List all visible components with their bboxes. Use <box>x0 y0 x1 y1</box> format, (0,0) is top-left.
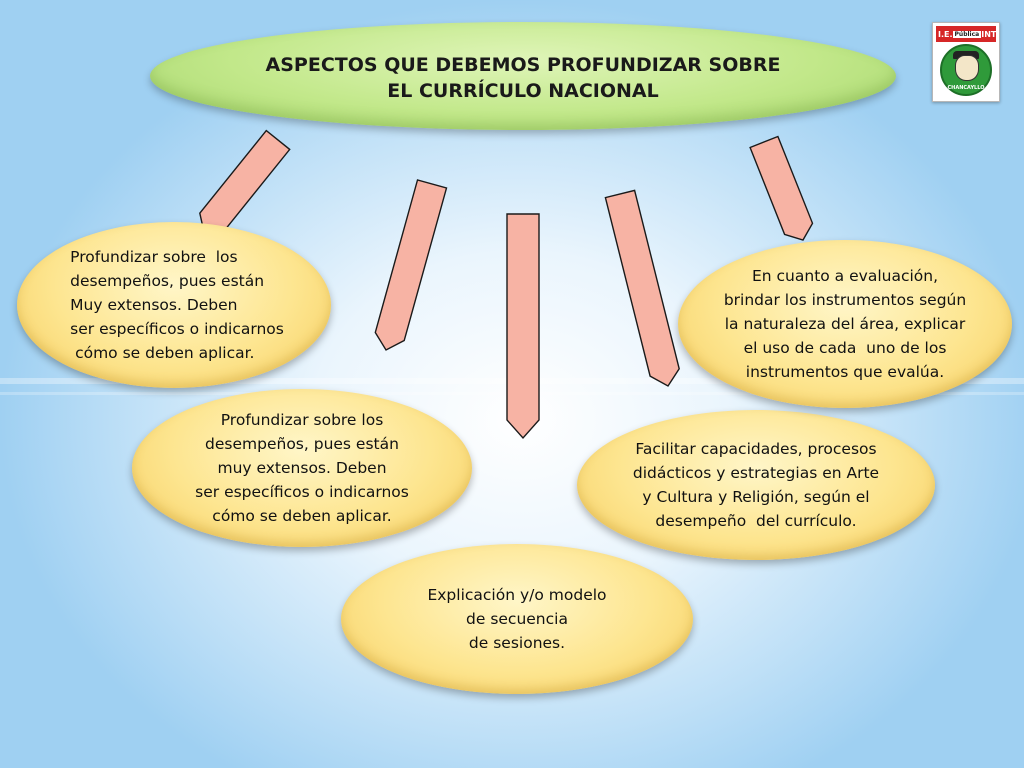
logo-city: CHANCAYLLO <box>947 85 985 91</box>
node-desempenos-2: Profundizar sobre los desempeños, pues e… <box>132 389 472 547</box>
portrait-face-icon <box>955 55 979 81</box>
node-line: Explicación y/o modelo <box>427 586 607 604</box>
title-line: ASPECTOS QUE DEBEMOS PROFUNDIZAR SOBRE <box>265 54 781 76</box>
node-line: Muy extensos. Deben <box>70 296 238 314</box>
node-line: En cuanto a evaluación, <box>751 267 939 285</box>
node-line: desempeños, pues están <box>70 272 265 290</box>
arrow-to-desempenos-2 <box>374 179 448 351</box>
node-line: Facilitar capacidades, procesos <box>635 440 877 458</box>
node-line: Profundizar sobre los <box>70 248 238 266</box>
node-line: de secuencia <box>466 610 568 628</box>
node-line: Profundizar sobre los <box>220 411 384 429</box>
node-desempenos-1: Profundizar sobre los desempeños, pues e… <box>17 222 331 388</box>
title-line: EL CURRÍCULO NACIONAL <box>387 80 659 102</box>
arrow-to-desempenos-1 <box>199 129 291 233</box>
node-line: instrumentos que evalúa. <box>745 363 945 381</box>
node-text: En cuanto a evaluación, brindar los inst… <box>724 264 966 384</box>
node-line: desempeño del currículo. <box>655 512 857 530</box>
node-line: la naturaleza del área, explicar <box>724 315 966 333</box>
node-text: Profundizar sobre los desempeños, pues e… <box>70 245 284 365</box>
node-line: muy extensos. Deben <box>217 459 387 477</box>
logo-text-mid: Pública <box>952 30 982 38</box>
arrow-to-capacidades <box>604 189 680 387</box>
node-line: y Cultura y Religión, según el <box>642 488 870 506</box>
node-text: Explicación y/o modelo de secuencia de s… <box>427 583 606 655</box>
node-secuencia: Explicación y/o modelo de secuencia de s… <box>341 544 693 694</box>
node-line: cómo se deben aplicar. <box>70 344 255 362</box>
node-text: Profundizar sobre los desempeños, pues e… <box>195 408 409 528</box>
arrow-to-evaluacion <box>749 135 814 241</box>
page-title: ASPECTOS QUE DEBEMOS PROFUNDIZAR SOBRE E… <box>266 52 781 104</box>
school-logo: I.E. Pública INT CHANCAYLLO <box>932 22 1000 102</box>
node-line: cómo se deben aplicar. <box>212 507 392 525</box>
node-text: Facilitar capacidades, procesos didáctic… <box>633 437 879 533</box>
logo-banner: I.E. Pública INT <box>936 26 996 42</box>
logo-text-right: INT <box>981 29 997 39</box>
node-line: didácticos y estrategias en Arte <box>632 464 880 482</box>
node-line: ser específicos o indicarnos <box>70 320 284 338</box>
title-oval: ASPECTOS QUE DEBEMOS PROFUNDIZAR SOBRE E… <box>150 22 896 130</box>
node-line: brindar los instrumentos según <box>723 291 967 309</box>
arrow-to-secuencia <box>506 213 540 440</box>
node-line: ser específicos o indicarnos <box>195 483 409 501</box>
node-line: de sesiones. <box>468 634 566 652</box>
node-evaluacion: En cuanto a evaluación, brindar los inst… <box>678 240 1012 408</box>
node-capacidades: Facilitar capacidades, procesos didáctic… <box>577 410 935 560</box>
node-line: desempeños, pues están <box>205 435 399 453</box>
node-line: el uso de cada uno de los <box>743 339 947 357</box>
logo-seal <box>940 44 992 96</box>
logo-text-left: I.E. <box>938 29 953 39</box>
